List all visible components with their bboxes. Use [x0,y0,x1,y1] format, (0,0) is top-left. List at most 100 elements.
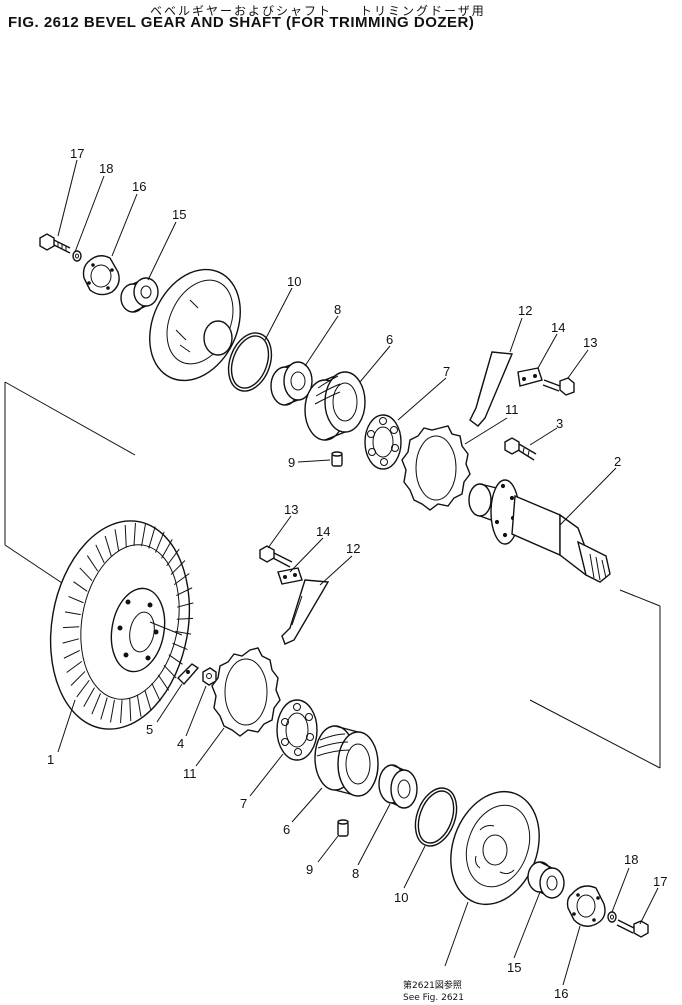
gear-tooth [120,700,123,724]
callout-16: 16 [554,986,568,1001]
callout-12: 12 [346,541,360,556]
callout-16: 16 [132,179,146,194]
callout-6: 6 [386,332,393,347]
callout-13: 13 [583,335,597,350]
reference-english: See Fig. 2621 [403,993,465,1003]
bevel-gear-part-1 [49,520,194,730]
callout-14: 14 [316,524,330,539]
lock-plate-part-12-lower [281,579,330,645]
callout-18: 18 [99,161,113,176]
bearing-part-8-lower [378,764,418,809]
gear-tooth [124,524,127,548]
gear-tooth [114,529,120,551]
lock-plate-part-5 [177,663,200,686]
lock-plate-part-12-upper [469,351,514,427]
bolt-part-17-upper [39,233,71,254]
gear-tooth [109,699,115,723]
gear-tooth [172,642,188,650]
gear-tooth [148,526,156,549]
callout-11: 11 [505,402,519,417]
callout-2: 2 [614,454,621,469]
cover-lower [450,790,540,906]
figure-title-japanese: ベベルギヤーおよびシャフト トリミングドーザ用 [150,4,486,18]
gear-tooth [157,674,170,691]
bearing-part-8-upper [270,361,313,406]
callout-18: 18 [624,852,638,867]
gear-tooth [70,671,86,686]
gear-tooth [168,654,183,665]
gear-tooth [62,638,79,644]
gear-tooth [163,664,177,679]
callout-10: 10 [394,890,408,905]
ball-bearing-part-7-lower [276,699,318,761]
gear-tooth [144,689,152,711]
callout-8: 8 [352,866,359,881]
callout-15: 15 [172,207,186,222]
lock-nut-part-11-lower [211,647,281,737]
callout-17: 17 [70,146,84,161]
callout-10: 10 [287,274,301,289]
gear-tooth [176,587,193,597]
callout-11: 11 [183,766,197,781]
callout-17: 17 [653,874,667,889]
callout-8: 8 [334,302,341,317]
callout-13: 13 [284,502,298,517]
gear-tooth [91,693,101,715]
gear-tooth [133,522,136,546]
callout-5: 5 [146,722,153,737]
plate-part-14-lower [277,567,303,585]
o-ring-part-10-upper [227,332,273,392]
plate-part-14-upper [517,367,543,387]
gear-tooth [166,548,180,567]
gear-tooth [104,535,112,557]
gear-tooth [79,567,93,582]
callout-7: 7 [443,364,450,379]
callout-7: 7 [240,796,247,811]
callout-4: 4 [177,736,184,751]
leader-lines [57,159,659,986]
cover-upper [149,268,241,382]
gear-tooth [151,683,161,702]
gear-tooth [129,698,132,722]
bolt-part-13-upper [542,377,575,396]
gear-tooth [175,630,192,635]
washer-part-18-upper [72,250,82,262]
gear-tooth [83,687,95,707]
plate-part-16-lower [566,885,606,927]
callout-14: 14 [551,320,565,335]
gear-tooth [86,555,99,572]
housing-part-6-lower [314,725,379,797]
callout-15: 15 [507,960,521,975]
washer-part-18-lower [607,911,617,923]
gear-tooth [141,523,147,547]
callout-9: 9 [306,862,313,877]
ball-bearing-part-7-upper [364,414,402,470]
lock-nut-part-11-upper [401,425,471,511]
bolt-part-3 [504,437,537,461]
gear-tooth [76,679,90,698]
gear-tooth [161,539,173,559]
callout-1: 1 [47,752,54,767]
plate-part-16-upper [82,255,120,296]
bolt-part-17-lower [616,919,649,938]
callout-6: 6 [283,822,290,837]
reference-japanese: 第2621図参照 [403,981,462,991]
gear-tooth [173,573,190,585]
assembly-outline-lines [4,381,661,769]
gear-tooth [73,581,88,592]
plug-part-9-lower [337,819,349,837]
gear-tooth [155,531,165,553]
o-ring-part-10-lower [414,787,458,847]
gear-tooth [63,649,80,659]
gear-tooth [64,611,81,616]
gear-tooth [95,544,105,563]
bearing-part-15-lower [527,861,565,899]
callout-9: 9 [288,455,295,470]
callout-12: 12 [518,303,532,318]
shaft-part-2 [468,479,611,583]
callout-3: 3 [556,416,563,431]
gear-tooth [176,617,194,620]
gear-tooth [170,560,186,575]
figure-title: FIG. 2612 BEVEL GEAR AND SHAFT (FOR TRIM… [8,14,475,31]
